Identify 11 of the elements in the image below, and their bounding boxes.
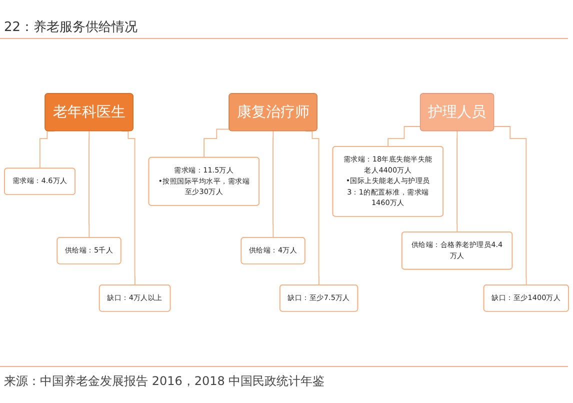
figure-title: 22：养老服务供给情况 (4, 19, 138, 36)
connector (305, 130, 320, 286)
connector (272, 130, 274, 238)
connector (88, 130, 90, 238)
connector (39, 130, 56, 168)
connector (204, 128, 230, 158)
connector (494, 126, 527, 286)
connector (456, 130, 458, 232)
connector (388, 126, 421, 147)
connector (121, 130, 136, 286)
source-note: 来源：中国养老金发展报告 2016，2018 中国民政统计年鉴 (4, 373, 325, 390)
